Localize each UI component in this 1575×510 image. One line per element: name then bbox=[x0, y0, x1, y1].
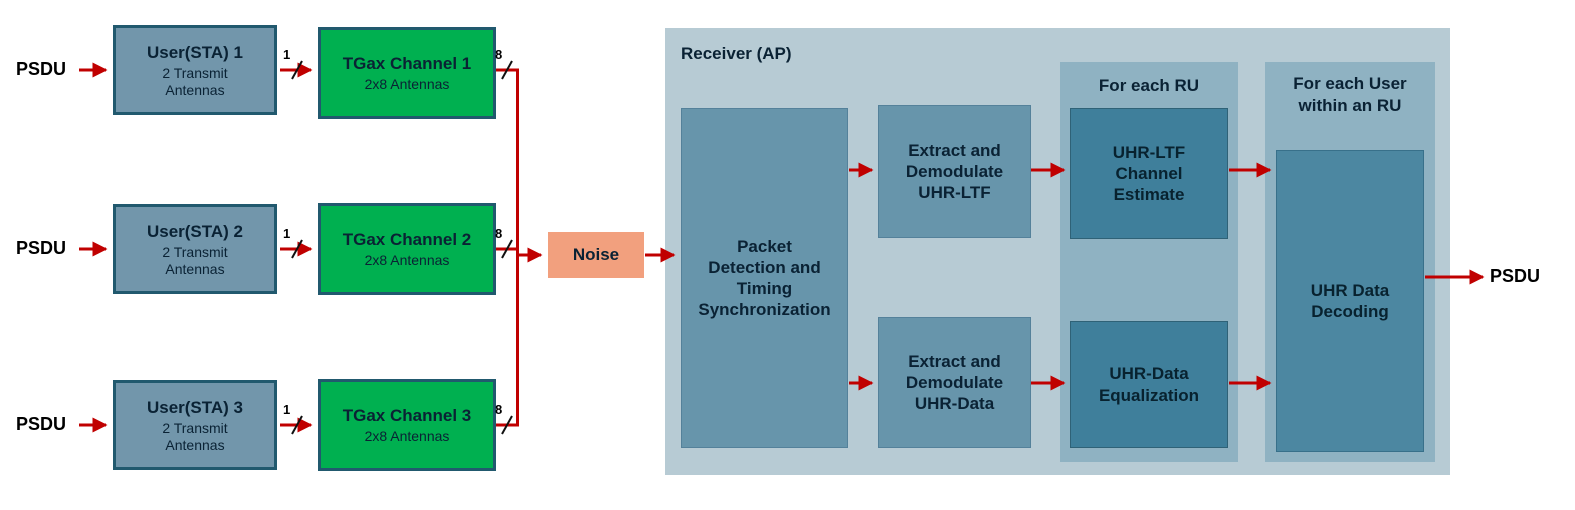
wire-width-label-3-in: 1 bbox=[283, 402, 291, 417]
tgax-channel-1-title: TGax Channel 1 bbox=[342, 53, 472, 73]
uhr-ltf-channel-estimate-block: UHR-LTF Channel Estimate bbox=[1070, 108, 1228, 239]
uhr-data-decoding-label: UHR Data Decoding bbox=[1310, 280, 1390, 321]
wire-width-label-1-out: 8 bbox=[495, 47, 503, 62]
extract-demodulate-uhr-data-block: Extract and Demodulate UHR-Data bbox=[878, 317, 1031, 448]
tgax-channel-1-block: TGax Channel 1 2x8 Antennas bbox=[318, 27, 496, 119]
tgax-channel-2-subtitle: 2x8 Antennas bbox=[364, 252, 450, 269]
user-sta-3-subtitle: 2 Transmit Antennas bbox=[162, 419, 228, 453]
for-each-user-title: For each User within an RU bbox=[1293, 74, 1407, 116]
user-sta-1-subtitle: 2 Transmit Antennas bbox=[162, 64, 228, 98]
wire-width-label-2-out: 8 bbox=[495, 226, 503, 241]
packet-detection-block: Packet Detection and Timing Synchronizat… bbox=[681, 108, 848, 448]
psdu-input-label-2: PSDU bbox=[16, 238, 67, 258]
for-each-ru-title: For each RU bbox=[1098, 76, 1200, 95]
slash-row2-out bbox=[501, 239, 513, 259]
tgax-channel-3-block: TGax Channel 3 2x8 Antennas bbox=[318, 379, 496, 471]
uhr-data-equalization-label: UHR-Data Equalization bbox=[1098, 364, 1200, 405]
packet-detection-label: Packet Detection and Timing Synchronizat… bbox=[698, 236, 831, 320]
user-sta-3-block: User(STA) 3 2 Transmit Antennas bbox=[113, 380, 277, 470]
slash-row1-out bbox=[501, 60, 513, 80]
extract-demodulate-uhr-ltf-block: Extract and Demodulate UHR-LTF bbox=[878, 105, 1031, 238]
slash-row3-out bbox=[501, 415, 513, 435]
psdu-input-label-1: PSDU bbox=[16, 59, 67, 79]
tgax-channel-3-subtitle: 2x8 Antennas bbox=[364, 428, 450, 445]
user-sta-2-title: User(STA) 2 bbox=[146, 221, 244, 241]
uhr-data-equalization-block: UHR-Data Equalization bbox=[1070, 321, 1228, 448]
slash-row2-in bbox=[291, 239, 303, 259]
tgax-channel-2-block: TGax Channel 2 2x8 Antennas bbox=[318, 203, 496, 295]
slash-row3-in bbox=[291, 415, 303, 435]
user-sta-3-title: User(STA) 3 bbox=[146, 397, 244, 417]
user-sta-1-block: User(STA) 1 2 Transmit Antennas bbox=[113, 25, 277, 115]
psdu-input-label-3: PSDU bbox=[16, 414, 67, 434]
tgax-channel-3-title: TGax Channel 3 bbox=[342, 405, 472, 425]
wire-width-label-2-in: 1 bbox=[283, 226, 291, 241]
psdu-output-label: PSDU bbox=[1490, 266, 1541, 286]
wire-width-label-1-in: 1 bbox=[283, 47, 291, 62]
user-sta-2-block: User(STA) 2 2 Transmit Antennas bbox=[113, 204, 277, 294]
extract-demodulate-uhr-data-label: Extract and Demodulate UHR-Data bbox=[905, 351, 1004, 414]
noise-block: Noise bbox=[548, 232, 644, 278]
noise-label: Noise bbox=[572, 245, 620, 264]
uhr-ltf-channel-estimate-label: UHR-LTF Channel Estimate bbox=[1112, 142, 1186, 205]
receiver-ap-title: Receiver (AP) bbox=[681, 44, 792, 63]
tgax-channel-1-subtitle: 2x8 Antennas bbox=[364, 76, 450, 93]
bus-width-slashes bbox=[291, 60, 513, 435]
extract-demodulate-uhr-ltf-label: Extract and Demodulate UHR-LTF bbox=[905, 140, 1004, 203]
tgax-channel-2-title: TGax Channel 2 bbox=[342, 229, 472, 249]
user-sta-1-title: User(STA) 1 bbox=[146, 42, 244, 62]
uhr-data-decoding-block: UHR Data Decoding bbox=[1276, 150, 1424, 452]
slash-row1-in bbox=[291, 60, 303, 80]
user-sta-2-subtitle: 2 Transmit Antennas bbox=[162, 243, 228, 277]
wire-width-label-3-out: 8 bbox=[495, 402, 503, 417]
